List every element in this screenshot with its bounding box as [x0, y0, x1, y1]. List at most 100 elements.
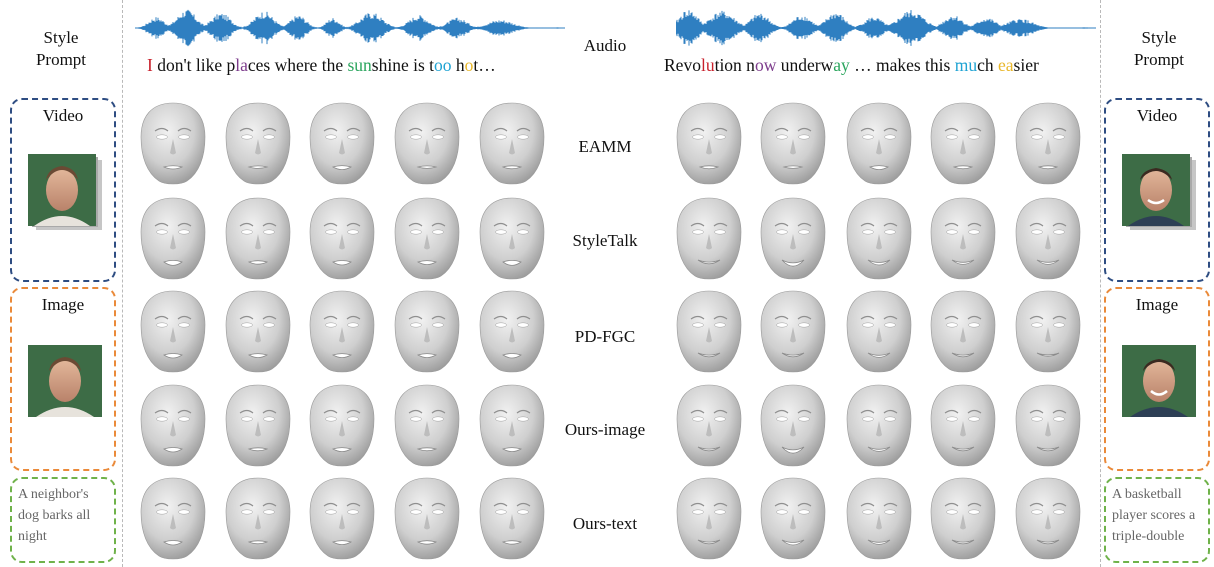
- right-image-thumbnail: [1122, 345, 1196, 417]
- method-label-pd-fgc: PD-FGC: [574, 327, 636, 346]
- transcript-text: … makes this: [849, 55, 955, 75]
- face-mesh: [309, 197, 375, 280]
- transcript-text: underw: [776, 55, 834, 75]
- face-mesh: [309, 384, 375, 467]
- face-mesh: [140, 290, 206, 373]
- face-mesh: [479, 102, 545, 185]
- face-mesh: [1015, 197, 1081, 280]
- face-mesh: [309, 290, 375, 373]
- face-mesh: [760, 197, 826, 280]
- face-mesh: [309, 102, 375, 185]
- transcript-text: shine is t: [371, 55, 435, 75]
- face-mesh: [225, 197, 291, 280]
- face-mesh: [140, 197, 206, 280]
- face-mesh: [394, 102, 460, 185]
- right-audio-transcript: Revolution now underway … makes this muc…: [664, 55, 1039, 76]
- highlighted-syllable: I: [147, 55, 153, 75]
- method-label-eamm: EAMM: [578, 137, 632, 156]
- highlighted-syllable: mu: [954, 55, 978, 75]
- waveform-signal: [676, 10, 1096, 46]
- face-mesh: [1015, 477, 1081, 560]
- left-divider: [122, 0, 123, 567]
- face-mesh: [760, 477, 826, 560]
- highlighted-syllable: ay: [833, 55, 850, 75]
- transcript-text: Revo: [664, 55, 701, 75]
- right-video-prompt-box: Video: [1104, 98, 1210, 282]
- right-text-prompt: A basketball player scores a triple-doub…: [1112, 487, 1196, 544]
- right-image-prompt-box: Image: [1104, 287, 1210, 471]
- transcript-text: ces where the: [247, 55, 348, 75]
- face-mesh: [676, 197, 742, 280]
- method-label-ours-text: Ours-text: [572, 514, 638, 533]
- face-mesh: [225, 477, 291, 560]
- face-mesh: [479, 197, 545, 280]
- face-mesh: [1015, 102, 1081, 185]
- highlighted-syllable: sun: [347, 55, 372, 75]
- face-mesh: [846, 102, 912, 185]
- face-mesh: [1015, 384, 1081, 467]
- face-mesh: [760, 290, 826, 373]
- face-mesh: [479, 384, 545, 467]
- face-mesh: [225, 102, 291, 185]
- highlighted-syllable: oo: [434, 55, 452, 75]
- face-mesh: [394, 477, 460, 560]
- face-mesh: [930, 477, 996, 560]
- left-style-prompt-title: Style Prompt: [35, 28, 87, 69]
- face-mesh: [930, 102, 996, 185]
- left-text-prompt: A neighbor's dog barks all night: [18, 487, 91, 544]
- right-video-label: Video: [1136, 106, 1178, 125]
- left-video-label: Video: [42, 106, 84, 125]
- left-text-prompt-box: A neighbor's dog barks all night: [10, 477, 116, 563]
- highlighted-syllable: la: [235, 55, 248, 75]
- face-mesh: [676, 102, 742, 185]
- left-video-prompt-box: Video: [10, 98, 116, 282]
- transcript-text: don't like p: [152, 55, 236, 75]
- right-image-label: Image: [1135, 295, 1179, 314]
- face-mesh: [309, 477, 375, 560]
- face-mesh: [394, 197, 460, 280]
- face-mesh: [479, 477, 545, 560]
- face-mesh: [140, 477, 206, 560]
- face-mesh: [930, 290, 996, 373]
- face-mesh: [394, 384, 460, 467]
- highlighted-syllable: lu: [700, 55, 715, 75]
- face-mesh: [140, 102, 206, 185]
- face-mesh: [479, 290, 545, 373]
- transcript-text: t…: [473, 55, 496, 75]
- method-label-ours-image: Ours-image: [564, 420, 646, 439]
- face-mesh: [394, 290, 460, 373]
- highlighted-syllable: o: [464, 55, 474, 75]
- face-mesh: [846, 197, 912, 280]
- face-mesh: [930, 197, 996, 280]
- left-audio-transcript: I don't like places where the sunshine i…: [147, 55, 496, 76]
- face-mesh: [846, 477, 912, 560]
- face-mesh: [1015, 290, 1081, 373]
- left-image-label: Image: [41, 295, 85, 314]
- audio-label: Audio: [583, 36, 627, 55]
- right-text-prompt-box: A basketball player scores a triple-doub…: [1104, 477, 1210, 563]
- face-mesh: [846, 384, 912, 467]
- face-mesh: [930, 384, 996, 467]
- face-mesh: [846, 290, 912, 373]
- left-video-thumbnail: [28, 154, 102, 230]
- left-audio-waveform: [135, 9, 565, 47]
- right-audio-waveform: [676, 10, 1096, 46]
- method-label-styletalk: StyleTalk: [572, 231, 638, 250]
- face-mesh: [225, 384, 291, 467]
- face-mesh: [676, 384, 742, 467]
- left-image-prompt-box: Image: [10, 287, 116, 471]
- face-mesh: [140, 384, 206, 467]
- face-mesh: [760, 102, 826, 185]
- transcript-text: h: [451, 55, 465, 75]
- face-mesh: [676, 290, 742, 373]
- transcript-text: tion n: [714, 55, 755, 75]
- transcript-text: ch: [977, 55, 998, 75]
- right-style-prompt-title: Style Prompt: [1133, 28, 1185, 69]
- transcript-text: sier: [1013, 55, 1039, 75]
- waveform-signal: [135, 9, 565, 47]
- face-mesh: [225, 290, 291, 373]
- right-video-thumbnail: [1122, 154, 1196, 230]
- left-image-thumbnail: [28, 345, 102, 417]
- highlighted-syllable: ea: [998, 55, 1014, 75]
- face-mesh: [760, 384, 826, 467]
